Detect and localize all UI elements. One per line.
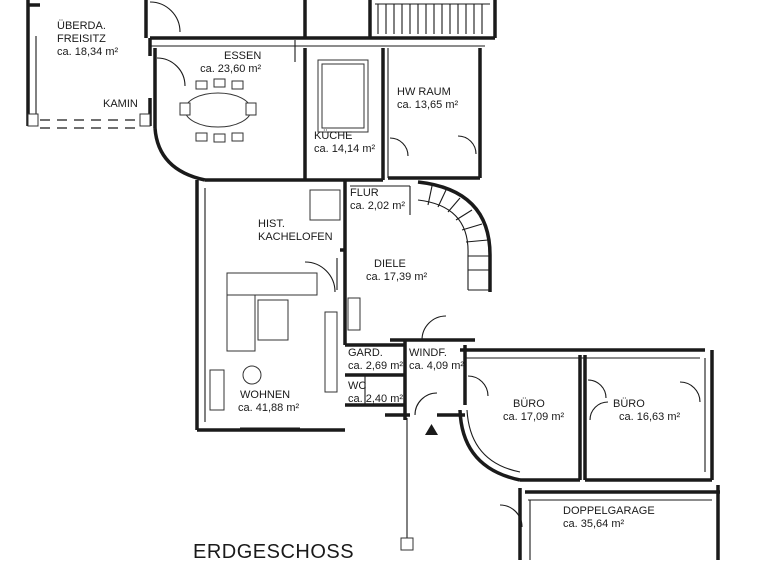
room-kueche: KÜCHE ca. 14,14 m² (314, 130, 375, 156)
room-name: DIELE (374, 258, 406, 270)
hallway-stair (343, 180, 492, 345)
terrace-structure (26, 0, 181, 129)
room-garage: DOPPELGARAGE ca. 35,64 m² (563, 505, 655, 531)
room-name: KÜCHE (314, 130, 353, 142)
small-rooms (345, 297, 475, 420)
room-name-2: KACHELOFEN (258, 231, 333, 243)
room-area: ca. 18,34 m² (57, 46, 119, 58)
label-kamin: KAMIN (103, 98, 138, 110)
room-buero-1: BÜRO ca. 17,09 m² (503, 398, 564, 424)
room-name: BÜRO (613, 398, 645, 410)
floor-title: ERDGESCHOSS (193, 541, 355, 563)
room-name: ESSEN (224, 50, 262, 62)
room-windf: WINDF. ca. 4,09 m² (409, 347, 464, 373)
room-name: WINDF. (409, 347, 447, 359)
room-area: ca. 2,40 m² (348, 393, 404, 405)
room-name: ÜBERDA. (57, 20, 106, 32)
room-freisitz: ÜBERDA. FREISITZ ca. 18,34 m² (57, 20, 118, 59)
room-name-2: FREISITZ (57, 33, 106, 45)
room-area: ca. 16,63 m² (619, 411, 681, 423)
room-name: HIST. (258, 218, 285, 230)
room-area: ca. 17,39 m² (366, 271, 428, 283)
dining-table-icon (179, 78, 257, 143)
kitchen (305, 48, 385, 182)
entrance (400, 418, 438, 551)
room-area: ca. 2,69 m² (348, 360, 404, 372)
room-flur: FLUR ca. 2,02 m² (350, 187, 405, 213)
room-area: ca. 4,09 m² (409, 360, 465, 372)
utility-room (387, 48, 482, 180)
room-name: WOHNEN (240, 389, 291, 401)
entrance-arrow-icon (425, 424, 438, 435)
room-essen: ESSEN ca. 23,60 m² (200, 50, 262, 76)
room-name: DOPPELGARAGE (563, 505, 655, 517)
room-area: ca. 14,14 m² (314, 143, 376, 155)
living-room (195, 180, 345, 432)
room-area: ca. 23,60 m² (200, 63, 262, 75)
office-2 (583, 350, 714, 482)
dining-room (153, 40, 307, 182)
garage (499, 485, 720, 560)
room-wc: WC ca. 2,40 m² (348, 380, 403, 406)
stair-top (375, 3, 490, 34)
room-buero-2: BÜRO ca. 16,63 m² (613, 398, 681, 424)
room-area: ca. 41,88 m² (238, 402, 300, 414)
upper-walls (150, 0, 497, 47)
room-name: HW RAUM (397, 86, 451, 98)
office-1 (458, 345, 705, 482)
room-area: ca. 17,09 m² (503, 411, 565, 423)
room-diele: DIELE ca. 17,39 m² (366, 258, 427, 284)
room-area: ca. 35,64 m² (563, 518, 625, 530)
room-kachelofen: HIST. KACHELOFEN (258, 218, 333, 244)
room-name: BÜRO (513, 398, 545, 410)
room-name: WC (348, 380, 367, 392)
room-gard: GARD. ca. 2,69 m² (348, 347, 403, 373)
room-name: FLUR (350, 187, 379, 199)
room-name: GARD. (348, 347, 383, 359)
room-area: ca. 2,02 m² (350, 200, 406, 212)
room-wohnen: WOHNEN ca. 41,88 m² (238, 389, 299, 415)
room-hw: HW RAUM ca. 13,65 m² (397, 86, 458, 112)
room-area: ca. 13,65 m² (397, 99, 459, 111)
